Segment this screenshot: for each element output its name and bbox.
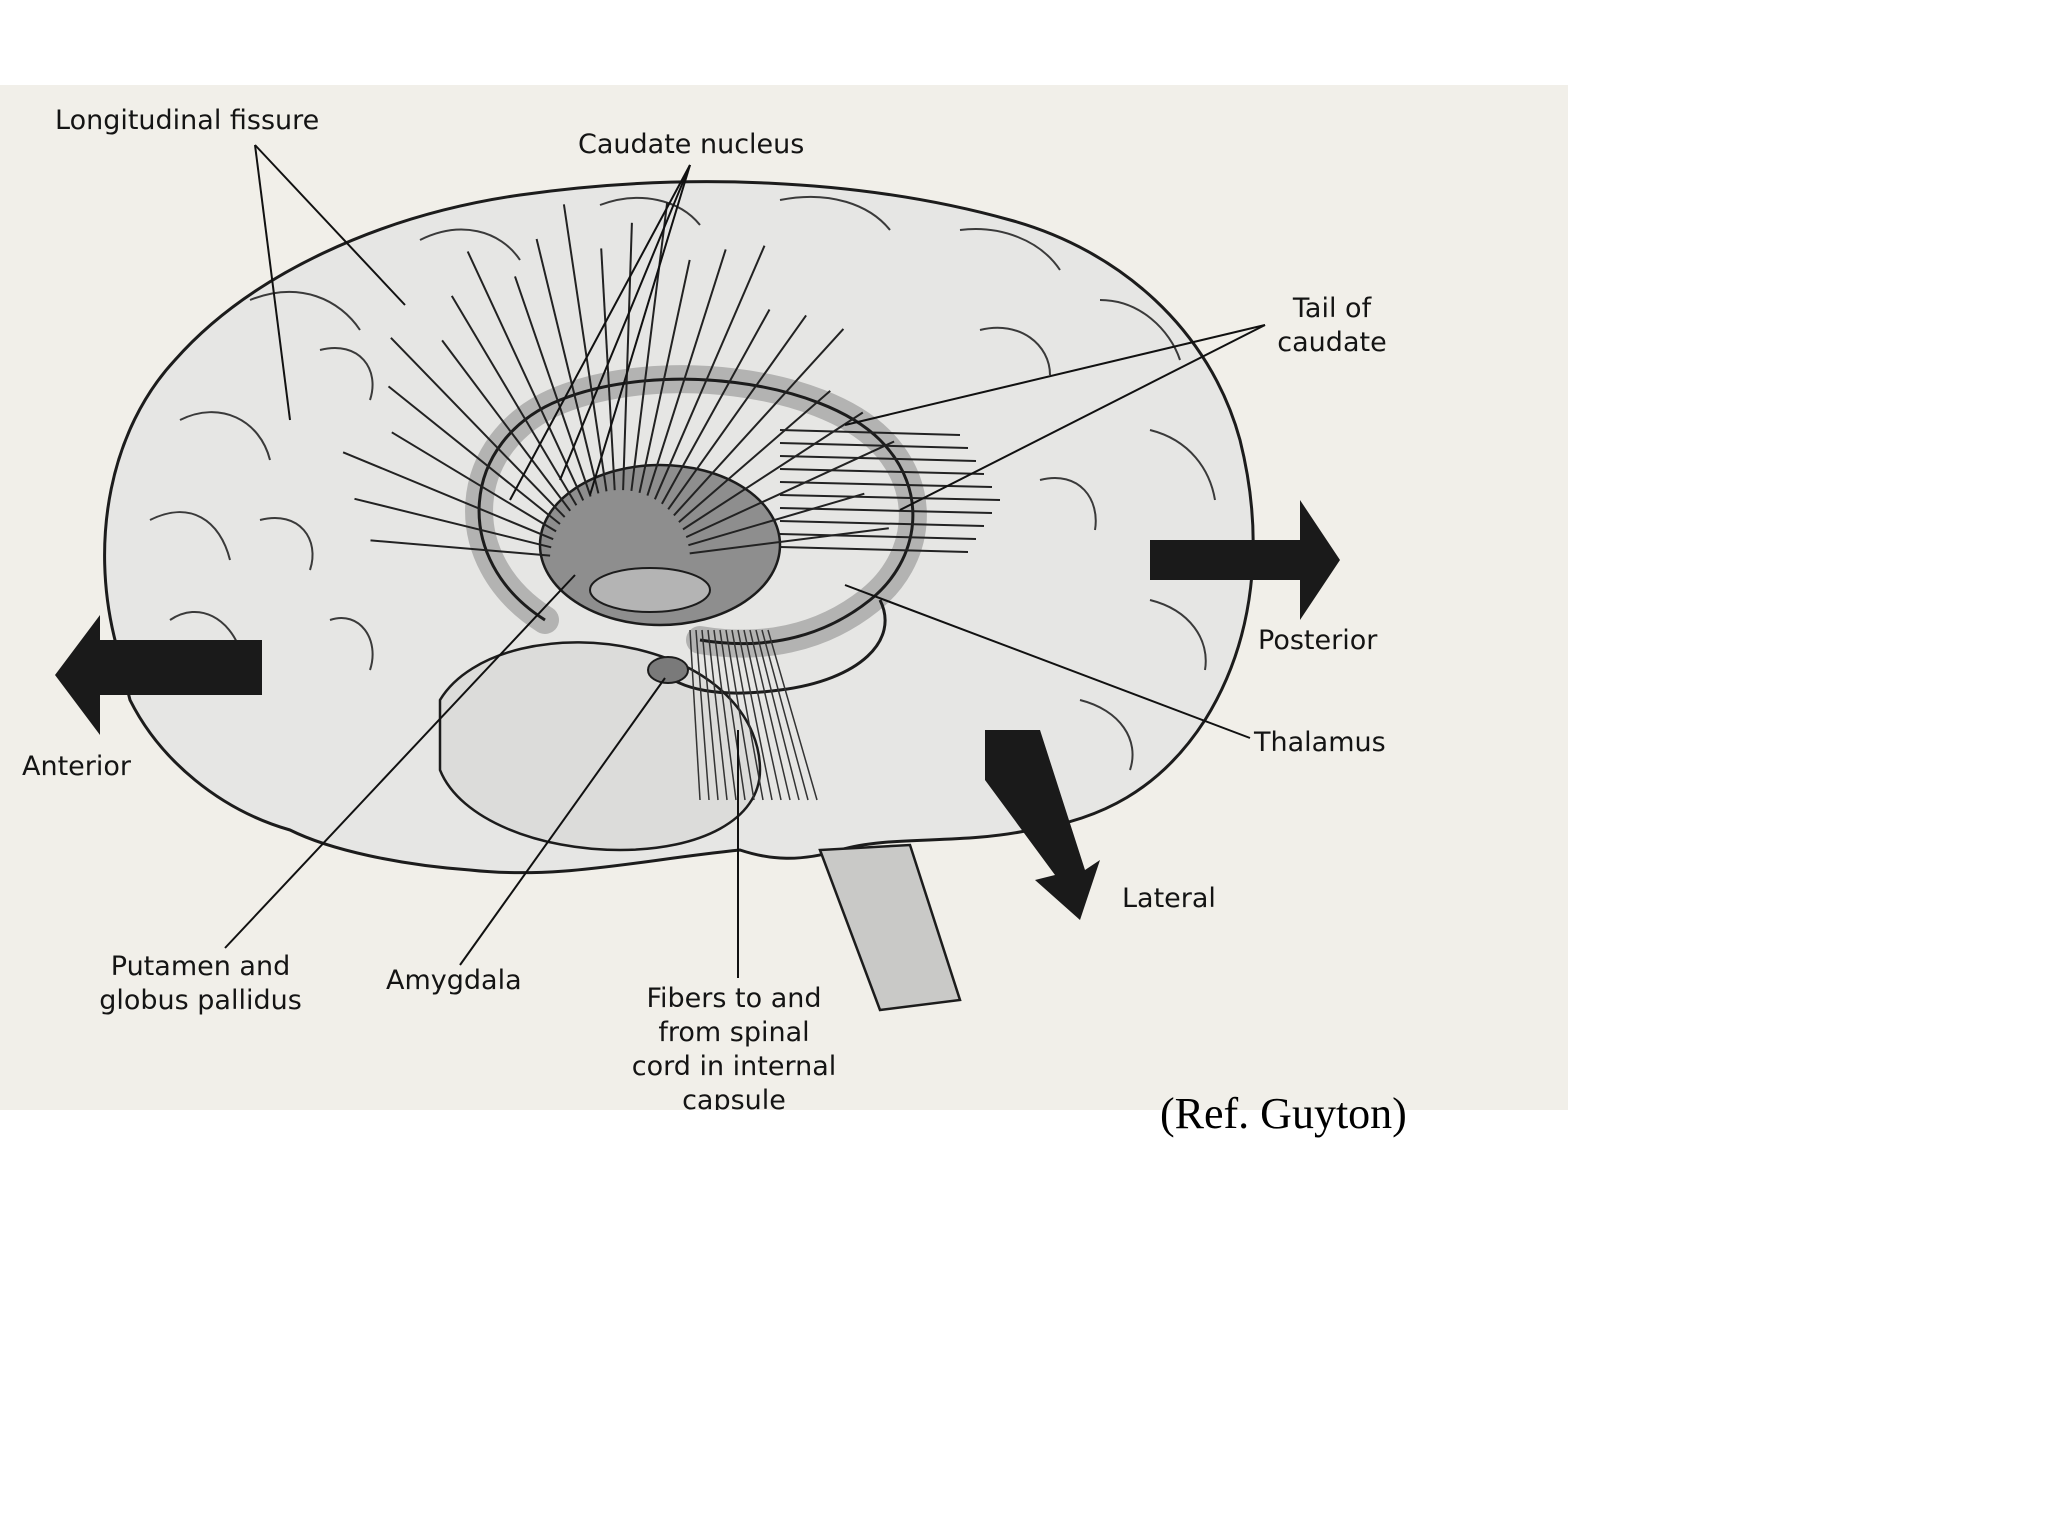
leader-longitudinal-2 — [254, 144, 406, 306]
radiating-fiber — [667, 314, 807, 510]
radiating-fiber — [673, 328, 845, 517]
posterior-fiber — [779, 494, 1001, 501]
descending-fibers — [689, 629, 818, 801]
temporal-lobe — [438, 641, 762, 852]
radiating-fiber — [391, 431, 557, 533]
leader-tail-1 — [844, 324, 1266, 426]
radiating-fiber — [535, 238, 600, 494]
posterior-fiber — [779, 507, 993, 514]
brainstem — [818, 843, 962, 1012]
label-lateral: Lateral — [1122, 883, 1216, 914]
label-anterior: Anterior — [22, 751, 132, 782]
posterior-arrow — [1150, 500, 1340, 620]
leader-amygdala — [459, 677, 666, 966]
descending-fiber — [755, 629, 800, 801]
leader-caudate-2 — [559, 164, 691, 481]
radiating-fiber — [661, 309, 771, 505]
label-putamen-line1: Putamen and — [110, 951, 291, 982]
radiating-fiber — [441, 339, 571, 512]
descending-fiber — [743, 629, 782, 801]
tail-of-caudate — [658, 599, 887, 695]
descending-fiber — [749, 629, 791, 801]
descending-fiber — [689, 629, 701, 801]
leader-tail-2 — [899, 324, 1266, 511]
radiating-fiber — [514, 276, 592, 497]
brain-sulci — [149, 195, 1216, 771]
caudate-outline — [477, 377, 915, 646]
posterior-fiber — [779, 442, 969, 449]
label-caudate-nucleus: Caudate nucleus — [578, 129, 805, 160]
leader-thalamus — [844, 584, 1251, 739]
radiating-fiber — [689, 527, 889, 555]
radiating-fiber — [678, 390, 831, 523]
label-tail-of-caudate: Tail of caudate — [1262, 292, 1402, 360]
radiating-fiber — [342, 451, 554, 541]
radiating-fiber — [370, 539, 551, 557]
descending-fiber — [719, 629, 746, 801]
descending-fiber — [731, 629, 764, 801]
label-tail-of-caudate-line2: caudate — [1277, 327, 1387, 358]
radiating-fiber — [390, 337, 566, 518]
radiating-fiber — [622, 222, 633, 491]
posterior-fiber — [779, 533, 977, 540]
posterior-fiber — [779, 546, 969, 553]
label-amygdala: Amygdala — [386, 965, 522, 996]
posterior-fiber — [779, 520, 985, 527]
globus-pallidus — [589, 567, 711, 613]
label-putamen-globus-pallidus: Putamen and globus pallidus — [78, 950, 323, 1018]
label-tail-of-caudate-line1: Tail of — [1292, 293, 1372, 324]
descending-fiber — [761, 629, 809, 801]
label-fibers-line2: from spinal — [658, 1017, 810, 1048]
leader-caudate-3 — [589, 164, 691, 496]
descending-fiber — [725, 629, 755, 801]
radiating-fiber — [562, 204, 608, 492]
leader-longitudinal-1 — [254, 144, 291, 421]
leader-putamen — [224, 574, 576, 949]
radiating-fiber — [387, 385, 561, 525]
lateral-arrow — [985, 730, 1100, 920]
radiating-fiber — [630, 202, 669, 492]
radiating-fiber — [653, 245, 766, 500]
leader-lines — [224, 144, 1266, 978]
basal-ganglia-diagram — [55, 144, 1340, 1012]
label-fibers-line4: capsule — [682, 1085, 786, 1110]
posterior-fiber — [779, 468, 985, 475]
label-posterior: Posterior — [1258, 625, 1378, 656]
radiating-fiber — [450, 295, 578, 506]
radiating-fiber — [354, 497, 552, 549]
radiating-fiber — [646, 249, 727, 496]
descending-fiber — [767, 629, 818, 801]
label-putamen-line2: globus pallidus — [99, 985, 302, 1016]
radiating-fiber — [638, 259, 691, 494]
label-longitudinal-fissure: Longitudinal fissure — [55, 105, 320, 136]
descending-fiber — [707, 629, 728, 801]
descending-fiber — [695, 629, 710, 801]
amygdala — [647, 656, 689, 684]
label-fibers-line1: Fibers to and — [646, 983, 822, 1014]
posterior-fiber — [779, 481, 993, 488]
descending-fiber — [713, 629, 737, 801]
radiating-fiber — [466, 251, 585, 501]
label-thalamus: Thalamus — [1254, 727, 1386, 758]
reference-citation: (Ref. Guyton) — [1160, 1089, 1407, 1138]
descending-fiber — [701, 629, 719, 801]
leader-caudate-1 — [509, 164, 691, 501]
internal-capsule-fibers — [342, 202, 1001, 557]
radiating-fiber — [600, 248, 616, 491]
descending-fiber — [737, 629, 773, 801]
label-fibers-line3: cord in internal — [631, 1051, 837, 1082]
posterior-fiber — [779, 455, 977, 462]
label-fibers-internal-capsule: Fibers to and from spinal cord in intern… — [600, 982, 868, 1110]
anterior-arrow — [55, 615, 262, 735]
radiating-fiber — [688, 492, 865, 547]
posterior-fiber — [779, 429, 961, 436]
